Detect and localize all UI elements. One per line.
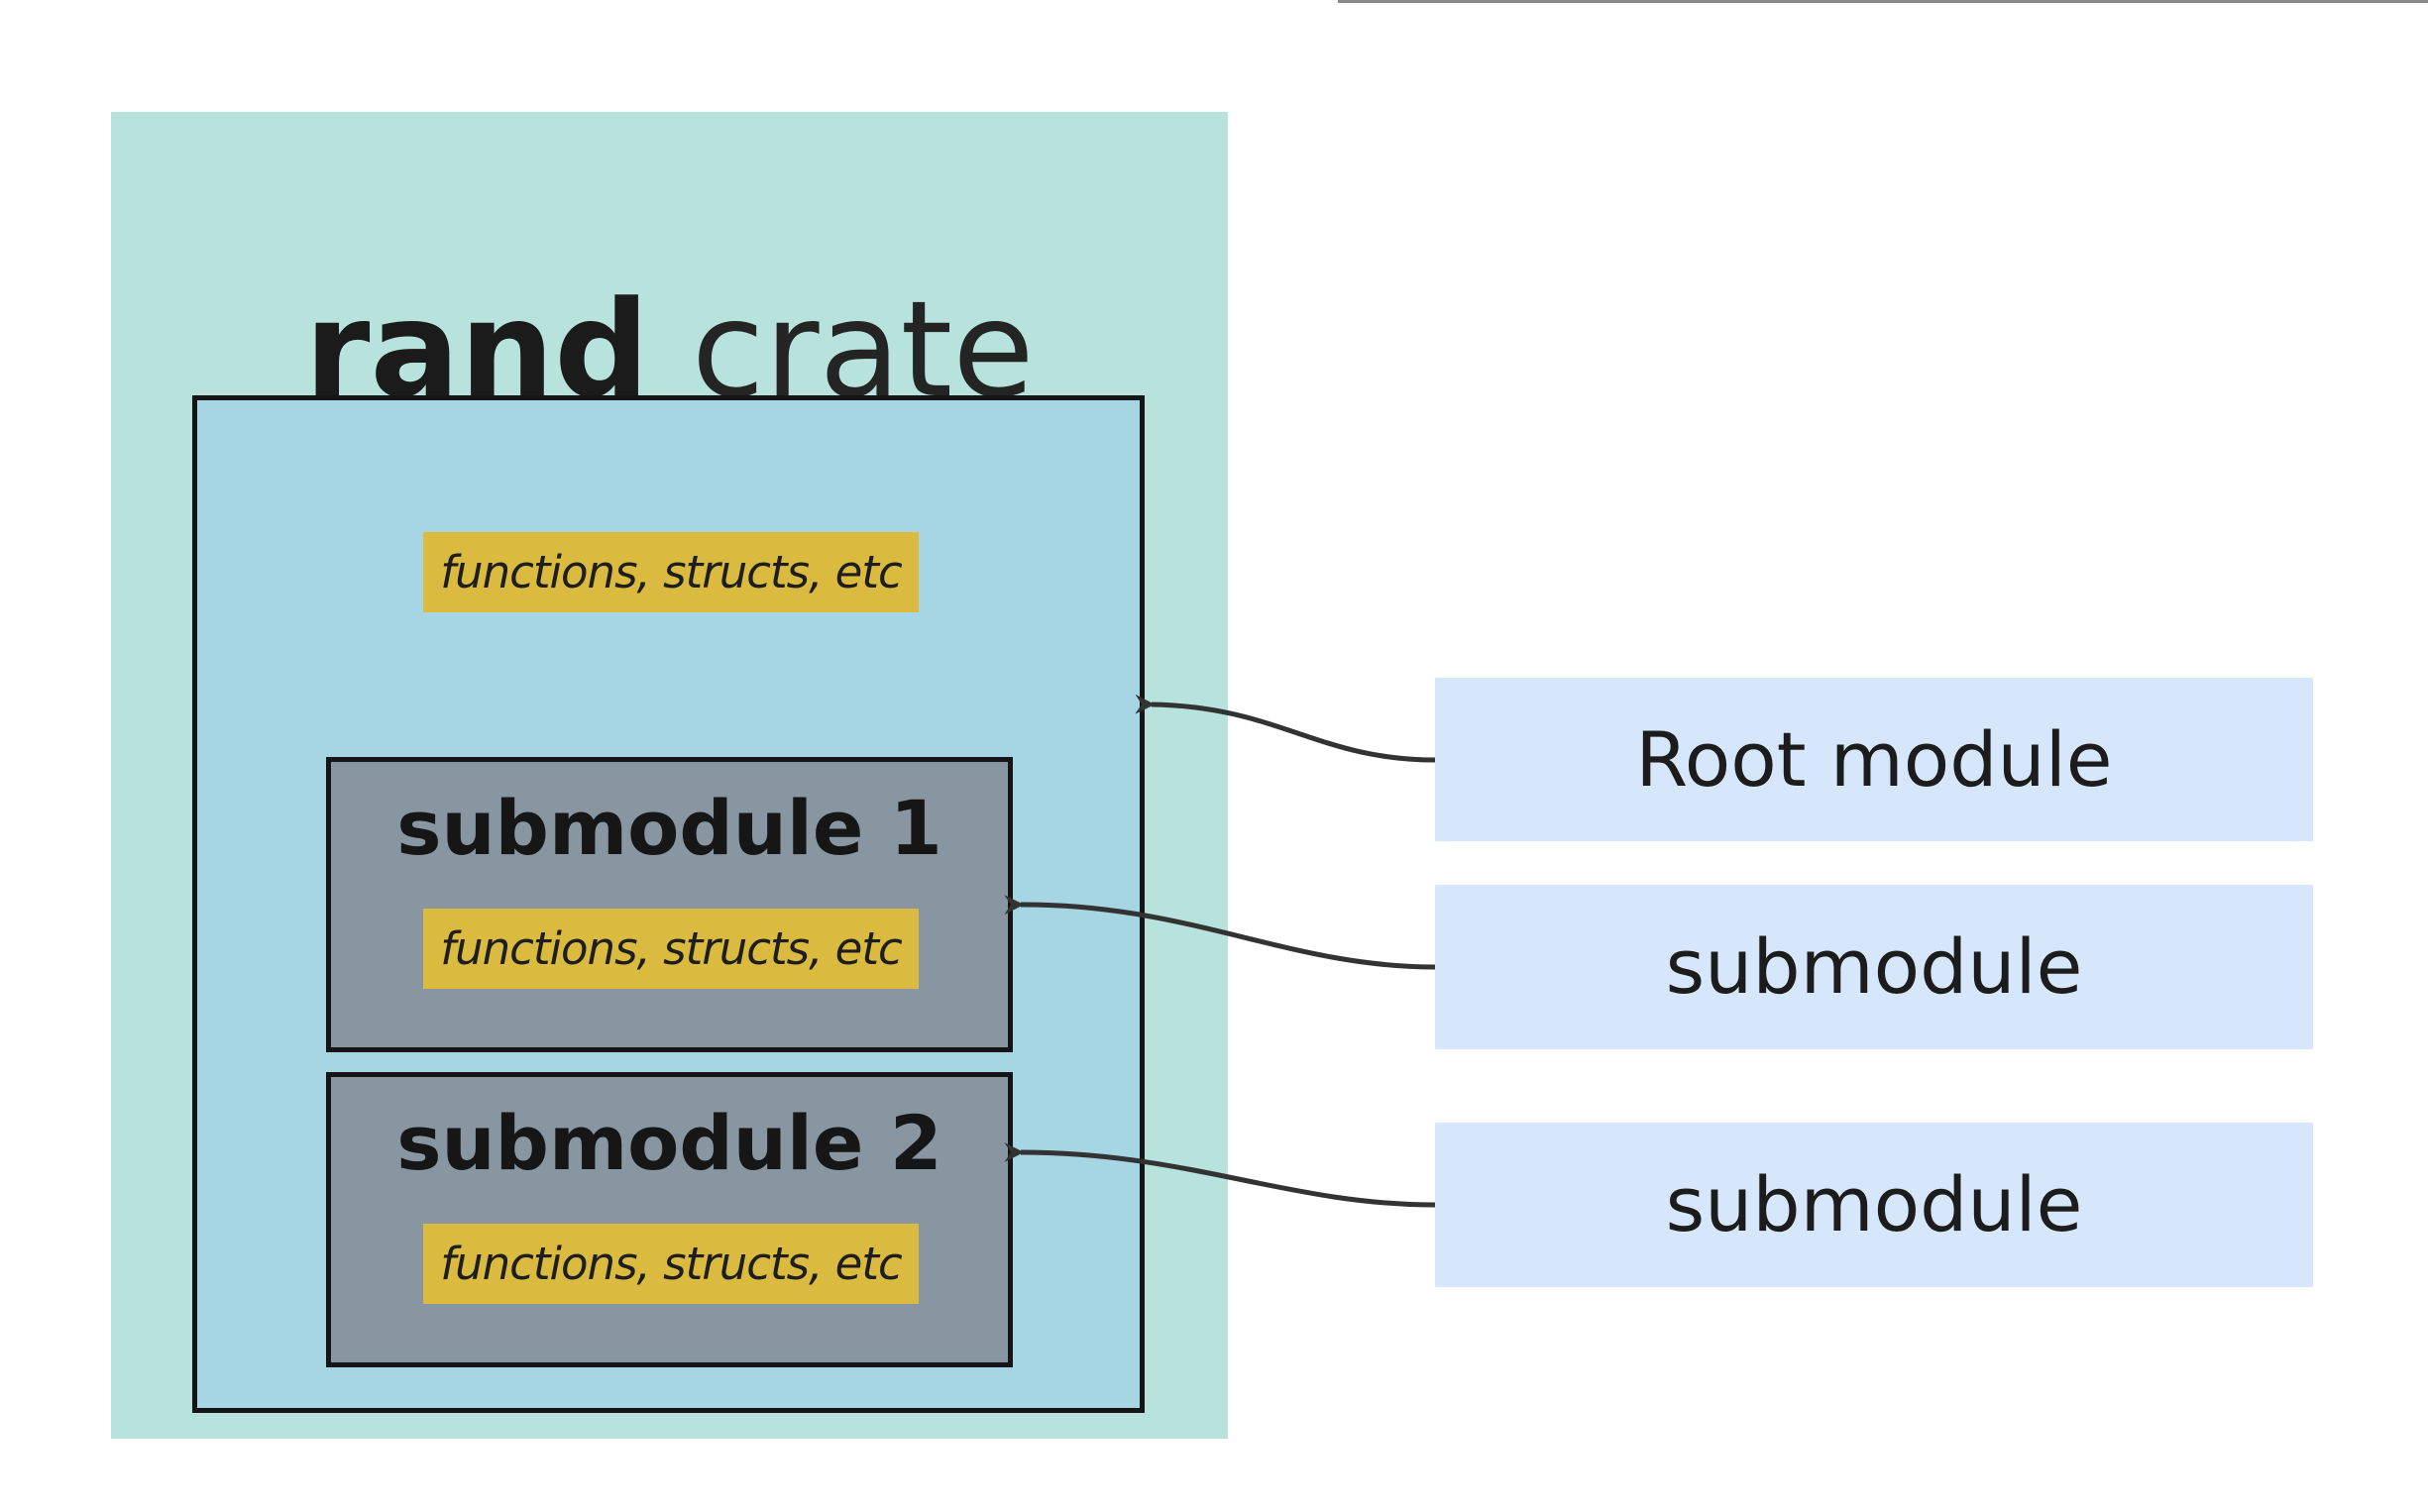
submodule-1-items-tag: functions, structs, etc	[423, 909, 919, 989]
submodule-2-title: submodule 2	[396, 1099, 942, 1187]
arrow-to-root-module	[1135, 694, 1436, 763]
arrow-to-submodule-1	[1004, 895, 1436, 970]
root-module-label: Root module	[1435, 678, 2313, 841]
submodule-2-items-tag: functions, structs, etc	[423, 1224, 919, 1304]
submodule-1-title: submodule 1	[396, 784, 942, 872]
top-edge-strip	[1338, 0, 2428, 3]
root-items-tag: functions, structs, etc	[423, 532, 919, 612]
arrow-to-submodule-2	[1004, 1141, 1436, 1208]
submodule-2-box: submodule 2 functions, structs, etc	[326, 1072, 1013, 1367]
submodule-label-1: submodule	[1435, 885, 2313, 1049]
submodule-label-2: submodule	[1435, 1123, 2313, 1287]
submodule-1-box: submodule 1 functions, structs, etc	[326, 757, 1013, 1052]
